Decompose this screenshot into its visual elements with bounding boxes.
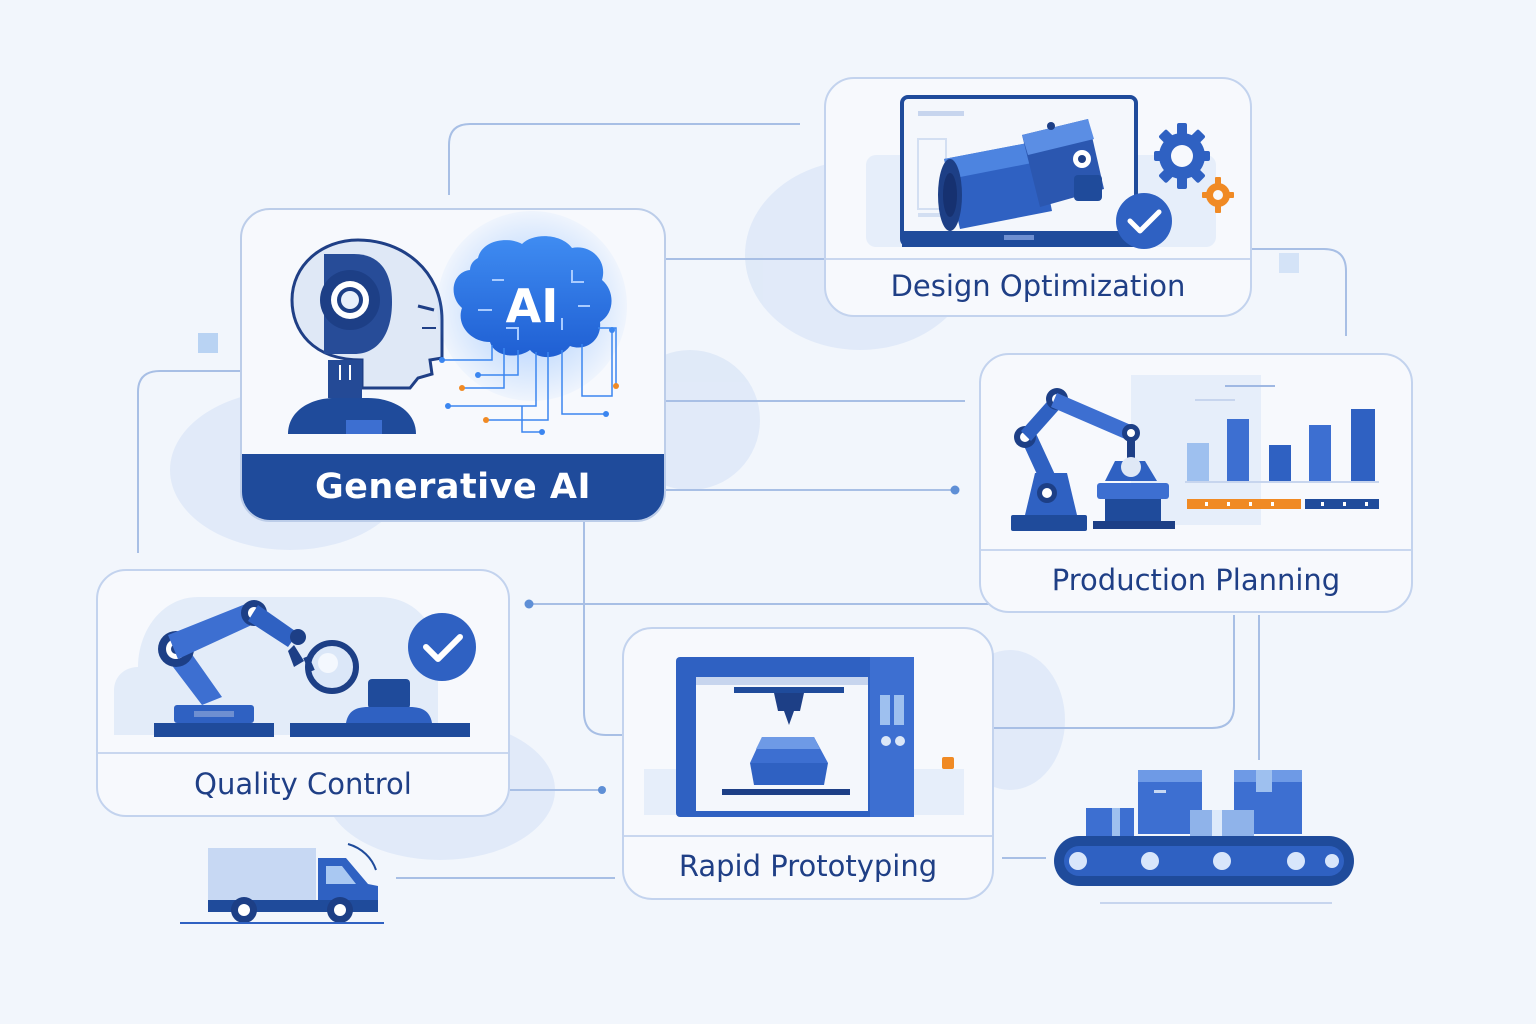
gear-icon (1154, 123, 1210, 189)
decor-square-left (198, 333, 218, 353)
part-on-stand-icon (1093, 457, 1175, 529)
design-optimization-illustration (866, 95, 1234, 249)
qc-divider (98, 752, 508, 754)
rapid-divider (624, 835, 992, 837)
quality-control-card[interactable]: Quality Control (96, 569, 510, 817)
camera-part-icon (938, 119, 1104, 231)
3d-printer-icon (676, 657, 914, 817)
rapid-prototyping-label: Rapid Prototyping (678, 848, 938, 883)
generative-ai-illustration: AI (288, 211, 627, 435)
rapid-prototyping-illustration (644, 657, 964, 817)
connector-left (137, 370, 240, 553)
design-optimization-label: Design Optimization (890, 269, 1186, 303)
status-light (942, 757, 954, 769)
production-planning-illustration (1011, 375, 1379, 531)
inspected-part-icon (290, 679, 470, 737)
ai-chip-text: AI (506, 279, 559, 333)
quality-control-label: Quality Control (194, 766, 412, 801)
robot-arm-icon (154, 600, 306, 737)
generative-ai-label-bar: Generative AI (242, 454, 664, 520)
generative-ai-label: Generative AI (314, 467, 592, 507)
robot-head-icon (288, 238, 444, 434)
generative-ai-card[interactable]: AI (240, 208, 666, 522)
dot-qc (524, 599, 534, 609)
design-divider (826, 258, 1250, 260)
prod-divider (981, 549, 1411, 551)
dot-rapid (598, 786, 606, 794)
rapid-prototyping-card[interactable]: Rapid Prototyping (622, 627, 994, 900)
connector-dots (524, 485, 960, 794)
design-optimization-card[interactable]: Design Optimization (824, 77, 1252, 317)
connector-design-right (1252, 248, 1347, 336)
quality-control-illustration (114, 597, 476, 737)
circuit-lines (442, 327, 617, 433)
decor-squares (198, 253, 1299, 353)
connector-prod-rapid (994, 615, 1235, 729)
bar-chart-icon (1185, 409, 1379, 483)
gear-icon-small (1202, 177, 1234, 213)
connector-center-rapid (583, 522, 622, 736)
connector-top (448, 123, 800, 195)
circuit-nodes (439, 327, 619, 435)
robot-arm-icon (1011, 388, 1140, 531)
connector-lines (137, 123, 1347, 879)
decor-square-right (1279, 253, 1299, 273)
check-icon (1116, 193, 1172, 249)
production-planning-card[interactable]: Production Planning (979, 353, 1413, 613)
ai-brain-icon: AI (453, 236, 612, 358)
timeline-bar (1187, 499, 1379, 509)
magnifier-icon (303, 640, 359, 694)
dot-prod (950, 485, 960, 495)
production-planning-label: Production Planning (1051, 563, 1341, 597)
check-icon (408, 613, 476, 681)
